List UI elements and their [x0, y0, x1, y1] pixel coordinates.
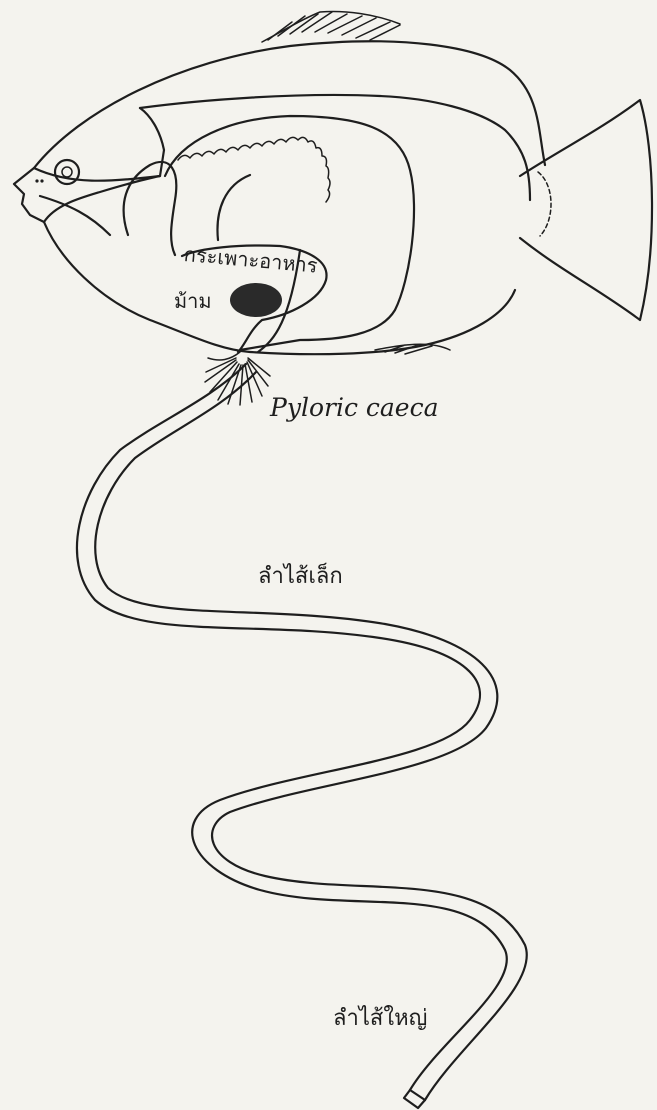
air-bladder-wavy: [178, 137, 330, 202]
spleen: [230, 283, 282, 317]
large-intestine-label: ลำไส้ใหญ่: [333, 1008, 427, 1030]
head-back-line: [140, 95, 530, 200]
intestine: [77, 364, 527, 1108]
pyloric-caeca-label: Pyloric caeca: [270, 395, 439, 420]
spleen-label: ม้าม: [174, 291, 212, 311]
small-intestine-label: ลำไส้เล็ก: [258, 566, 343, 588]
pyloric-caeca: [205, 352, 270, 405]
liver-lobe: [124, 162, 177, 255]
body-cavity: [165, 116, 414, 350]
dorsal-fin: [262, 12, 400, 43]
tail-base: [538, 172, 551, 236]
anal-fin: [375, 344, 450, 354]
operculum: [40, 176, 160, 235]
